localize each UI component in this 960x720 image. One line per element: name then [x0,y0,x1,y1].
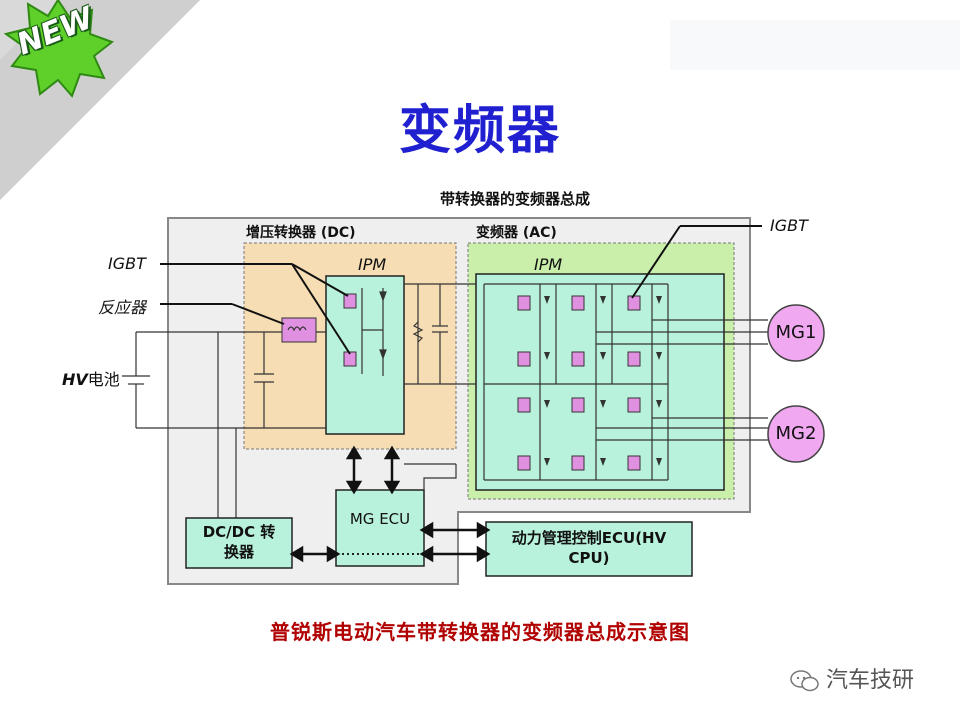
igbt-left-label: IGBT [108,254,146,273]
corner-decoration [0,0,200,200]
mg2-label: MG2 [775,423,817,444]
figure-caption: 普锐斯电动汽车带转换器的变频器总成示意图 [270,620,690,644]
dcdc-line2: 换器 [223,543,254,561]
dcdc-line1: DC/DC 转 [202,523,276,541]
hv-text: HV [62,370,88,389]
dcdc-label: DC/DC 转 换器 [186,522,292,562]
mg1-label: MG1 [775,322,817,343]
watermark-text: 汽车技研 [826,668,915,693]
page-title: 变频器 [398,101,561,161]
hv-ecu-label: 动力管理控制ECU(HV CPU) [486,528,692,568]
igbt-left-chips [343,288,387,376]
ipm-right-box [475,273,725,491]
diagram-heading: 带转换器的变频器总成 [439,190,590,208]
ipm-right-label: IPM [534,255,563,274]
watermark: 汽车技研 [790,662,914,694]
leader-lines [160,225,762,355]
hv-battery-label: HV电池 [62,366,120,390]
signal-arrows [289,445,491,563]
wechat-icon [790,670,819,692]
dcdc-box [185,517,293,569]
boost-section-label: 增压转换器 (DC) [246,225,356,241]
igbt-right-label: IGBT [770,216,808,235]
ipm-left-label: IPM [358,255,387,274]
hv-ecu-box [485,521,693,577]
battery-text: 电池 [87,370,120,389]
reactor-box [281,317,317,343]
resistor [412,321,424,343]
hv-ecu-line2: CPU) [568,549,610,567]
igbt-right-chips [517,295,662,471]
mg-ecu-label: MG ECU [349,510,411,528]
inverter-wiring [483,283,768,481]
hv-ecu-line1: 动力管理控制ECU(HV [511,529,667,547]
ipm-left-box [325,275,405,435]
reactor-label: 反应器 [98,298,147,317]
new-badge-icon [3,0,115,98]
header-placeholder [670,20,960,70]
mg2-circle [767,405,825,463]
mg-ecu-box [335,489,425,567]
inverter-section-label: 变频器 (AC) [476,225,557,241]
mg1-circle [767,304,825,362]
